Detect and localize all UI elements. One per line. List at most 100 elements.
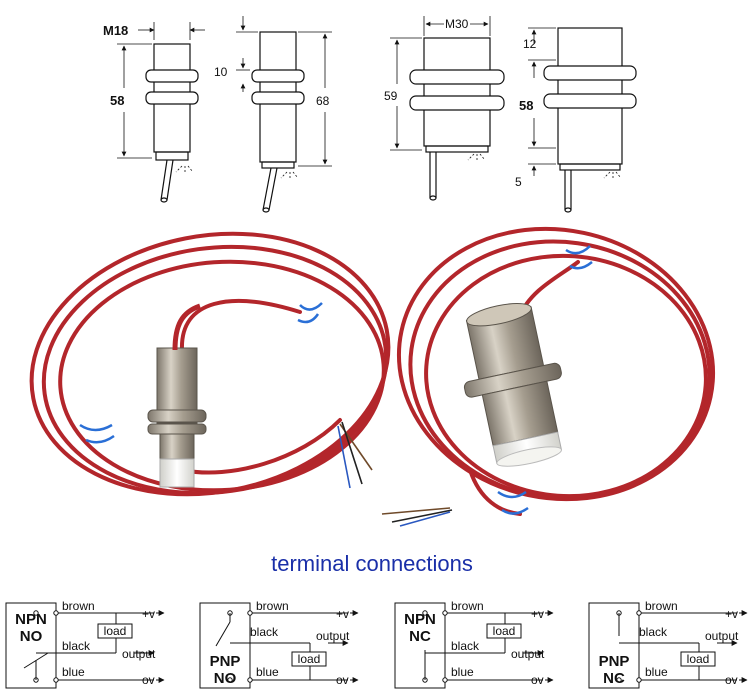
- drawing-m18-long: [236, 16, 332, 213]
- load-box: [486, 623, 522, 639]
- blue-label: blue: [645, 665, 668, 679]
- dim-68-label: 68: [316, 94, 330, 108]
- sensor-face: [425, 145, 489, 153]
- sensor-frame: [199, 602, 251, 689]
- wiring-diagrams: loadbrownblackblue+voutputovNPNNOloadbro…: [5, 599, 748, 689]
- cable-tie-icon: [497, 245, 593, 515]
- brown-label: brown: [256, 599, 289, 613]
- red-cable-coil: [29, 231, 391, 497]
- terminal-dot: [247, 677, 253, 683]
- contact-mode-label: NC: [603, 670, 625, 687]
- wire-ends: [337, 421, 373, 489]
- switch-contact: [215, 621, 231, 647]
- ov-label: ov: [531, 673, 544, 687]
- lock-nut: [145, 91, 199, 105]
- dim-58-label-m30: 58: [519, 98, 533, 113]
- drawing-m30-short: [390, 16, 505, 201]
- sensor-face: [159, 458, 195, 488]
- switch-contact: [23, 652, 49, 669]
- terminal-dot: [247, 610, 253, 616]
- led-rays-icon: [175, 165, 194, 174]
- terminal-dot: [616, 677, 622, 683]
- load-label: load: [104, 624, 127, 638]
- black-label: black: [451, 639, 480, 653]
- terminal-dot: [53, 610, 59, 616]
- dim-12-label: 12: [523, 37, 537, 51]
- plus-v-label: +v: [725, 607, 738, 621]
- sensor-thread: [159, 433, 195, 460]
- load-label: load: [687, 652, 710, 666]
- dim-10-label: 10: [214, 65, 228, 79]
- load-box: [291, 651, 327, 667]
- output-type-label: PNP: [599, 653, 630, 670]
- load-box: [680, 651, 716, 667]
- lock-nut: [543, 65, 637, 81]
- plus-v-label: +v: [142, 607, 155, 621]
- contact-mode-label: NC: [409, 628, 431, 645]
- lock-nut: [251, 91, 305, 105]
- led-rays-icon: [280, 171, 299, 180]
- output-label: output: [511, 647, 545, 661]
- dim-m18-label: M18: [103, 23, 128, 38]
- brown-label: brown: [645, 599, 678, 613]
- terminal-dot: [442, 610, 448, 616]
- cable-tie-icon: [79, 302, 323, 444]
- lock-nut: [147, 423, 207, 435]
- dim-5-label: 5: [515, 175, 522, 189]
- sensor-face: [559, 163, 621, 171]
- load-box: [97, 623, 133, 639]
- ov-label: ov: [336, 673, 349, 687]
- photo-m18-sensor-cable: [29, 231, 391, 497]
- photo-m30-sensor-cable: [381, 226, 716, 527]
- output-type-label: NPN: [404, 611, 436, 628]
- ov-label: ov: [142, 673, 155, 687]
- lock-nut: [251, 69, 305, 83]
- blue-label: blue: [62, 665, 85, 679]
- plus-v-label: +v: [336, 607, 349, 621]
- terminal-dot: [636, 610, 642, 616]
- lock-nut: [409, 69, 505, 85]
- terminal-dot: [227, 677, 233, 683]
- terminal-dot: [442, 677, 448, 683]
- blue-label: blue: [451, 665, 474, 679]
- brown-label: brown: [451, 599, 484, 613]
- terminal-dot: [422, 610, 428, 616]
- sensor-frame: [394, 602, 446, 689]
- plus-v-label: +v: [531, 607, 544, 621]
- terminal-dot: [636, 677, 642, 683]
- sensor-body: [423, 37, 491, 147]
- output-type-label: PNP: [210, 653, 241, 670]
- contact-mode-label: NO: [20, 628, 43, 645]
- lock-nut: [147, 409, 207, 423]
- dim-59-label: 59: [384, 89, 398, 103]
- black-label: black: [250, 625, 279, 639]
- dim-58-label: 58: [110, 93, 124, 108]
- sensor-frame: [5, 602, 57, 689]
- load-label: load: [493, 624, 516, 638]
- contact-mode-label: NO: [214, 670, 237, 687]
- sensor-face: [261, 161, 295, 169]
- brown-label: brown: [62, 599, 95, 613]
- wire-ends: [381, 507, 453, 527]
- lock-nut: [543, 93, 637, 109]
- load-label: load: [298, 652, 321, 666]
- dim-m30-label: M30: [445, 17, 469, 31]
- terminal-dot: [53, 677, 59, 683]
- terminal-connections-heading: terminal connections: [271, 551, 473, 576]
- output-label: output: [316, 629, 350, 643]
- output-type-label: NPN: [15, 611, 47, 628]
- sensor-face: [155, 151, 189, 161]
- lock-nut: [409, 95, 505, 111]
- terminal-dot: [33, 610, 39, 616]
- black-label: black: [639, 625, 668, 639]
- ov-label: ov: [725, 673, 738, 687]
- output-label: output: [122, 647, 156, 661]
- lock-nut: [145, 69, 199, 83]
- drawing-m30-long: [528, 27, 637, 213]
- led-rays-icon: [603, 171, 622, 180]
